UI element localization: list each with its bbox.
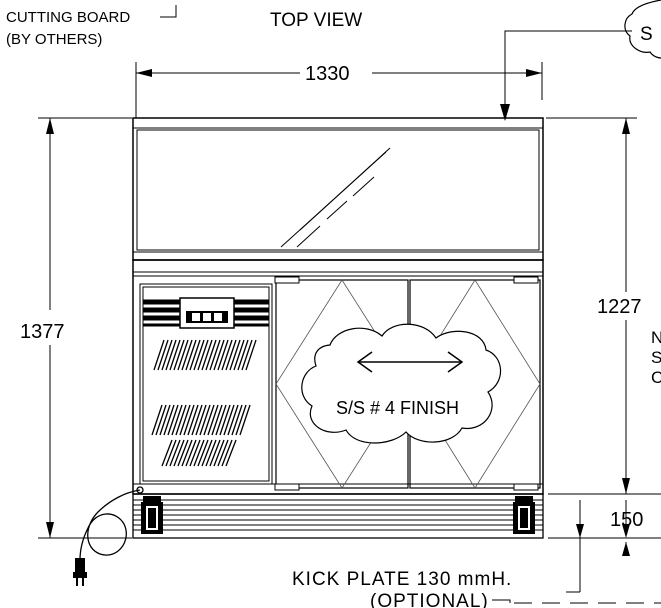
- lower-vent-grille: [151, 404, 251, 467]
- right-caster: [513, 496, 535, 534]
- finish-cloud: [301, 323, 502, 444]
- base-arrow-1: [576, 524, 584, 538]
- right-note-letter-2: S: [651, 348, 661, 367]
- finish-label: S/S # 4 FINISH: [336, 398, 459, 418]
- total-height-arrow-bottom: [46, 522, 54, 538]
- width-dimension-value: 1330: [305, 63, 350, 85]
- upper-vent-grille: [153, 339, 257, 371]
- total-height-dimension: [38, 117, 132, 539]
- cabinet-height-value: 1227: [597, 296, 642, 318]
- top-view-label: TOP VIEW: [270, 10, 362, 31]
- width-dimension: [135, 62, 543, 118]
- door-hinges: [274, 276, 539, 491]
- power-plug-icon: [73, 558, 87, 586]
- display-top: [132, 117, 544, 261]
- base-arrow-2: [622, 524, 630, 538]
- glass-reflection-lines: [280, 147, 391, 248]
- total-height-arrow-top: [46, 118, 54, 134]
- total-height-value: 1377: [20, 321, 65, 343]
- base-height-dimension: [548, 500, 661, 593]
- cabinet-height-dimension: [546, 117, 661, 495]
- controller-display: [179, 297, 235, 329]
- finish-label-bg: [333, 396, 475, 418]
- power-cord: [79, 486, 144, 561]
- base-arrow-3: [622, 542, 630, 556]
- left-caster: [141, 496, 163, 534]
- cloud-note-letter: S: [640, 24, 653, 45]
- kick-plate-label: KICK PLATE 130 mmH.: [292, 569, 512, 590]
- base-height-value: 150: [610, 509, 643, 531]
- cutting-board-leader: [160, 5, 177, 18]
- optional-label: (OPTIONAL): [370, 591, 489, 608]
- cloud-leader-arrowhead: [500, 104, 510, 121]
- width-arrow-right: [526, 69, 542, 77]
- base-kick-plate: [132, 493, 544, 539]
- cloud-note-top-right: [624, 0, 661, 59]
- cutting-board-label-line2: (BY OTHERS): [6, 31, 102, 48]
- cutting-board-label-line1: CUTTING BOARD: [6, 9, 130, 26]
- compressor-panel: [139, 283, 273, 485]
- cloud-leader: [504, 30, 632, 120]
- cabinet-height-arrow-bottom: [622, 478, 630, 494]
- width-arrow-left: [136, 69, 152, 77]
- slide-arrow-icon: [356, 351, 464, 373]
- optional-leader: [492, 599, 511, 603]
- right-note-letter-3: C: [651, 368, 661, 387]
- right-note-letter-1: N: [651, 328, 661, 347]
- cabinet-height-arrow-top: [622, 118, 630, 134]
